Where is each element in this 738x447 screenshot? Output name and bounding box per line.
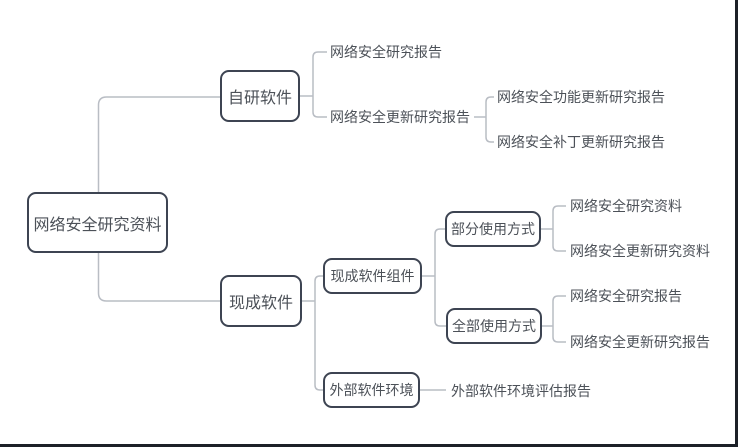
leaf-partial-security-research-materials[interactable]: 网络安全研究资料 xyxy=(570,198,682,214)
leaf-full-security-update-research-report[interactable]: 网络安全更新研究报告 xyxy=(570,334,710,350)
connector-root-to-self-developed xyxy=(97,96,220,192)
connector-components-children xyxy=(434,228,446,327)
leaf-security-research-report[interactable]: 网络安全研究报告 xyxy=(330,44,442,60)
frame-border-right xyxy=(735,0,738,447)
node-self-developed-software[interactable]: 自研软件 xyxy=(220,70,300,122)
node-security-update-research-report[interactable]: 网络安全更新研究报告 xyxy=(330,109,470,125)
leaf-full-security-research-report[interactable]: 网络安全研究报告 xyxy=(570,288,682,304)
connector-partial-usage-children xyxy=(552,205,566,252)
connector-full-usage-children xyxy=(552,295,566,343)
node-ready-made-software[interactable]: 现成软件 xyxy=(220,275,302,327)
node-root-security-research-materials[interactable]: 网络安全研究资料 xyxy=(27,192,168,253)
node-partial-usage-mode[interactable]: 部分使用方式 xyxy=(445,211,541,247)
node-ready-made-software-components[interactable]: 现成软件组件 xyxy=(323,258,422,294)
connector-root-to-ready-made xyxy=(97,253,220,302)
leaf-function-update-research-report[interactable]: 网络安全功能更新研究报告 xyxy=(497,89,665,105)
leaf-patch-update-research-report[interactable]: 网络安全补丁更新研究报告 xyxy=(497,134,665,150)
connector-ready-made-children xyxy=(302,275,323,391)
frame-border-bottom xyxy=(0,444,738,447)
connector-self-developed-children xyxy=(312,51,327,118)
connector-update-report-children xyxy=(485,96,494,143)
node-full-usage-mode[interactable]: 全部使用方式 xyxy=(446,308,542,344)
leaf-external-environment-assessment-report[interactable]: 外部软件环境评估报告 xyxy=(451,383,591,399)
node-external-software-environment[interactable]: 外部软件环境 xyxy=(323,372,420,408)
leaf-partial-security-update-research-materials[interactable]: 网络安全更新研究资料 xyxy=(570,243,710,259)
